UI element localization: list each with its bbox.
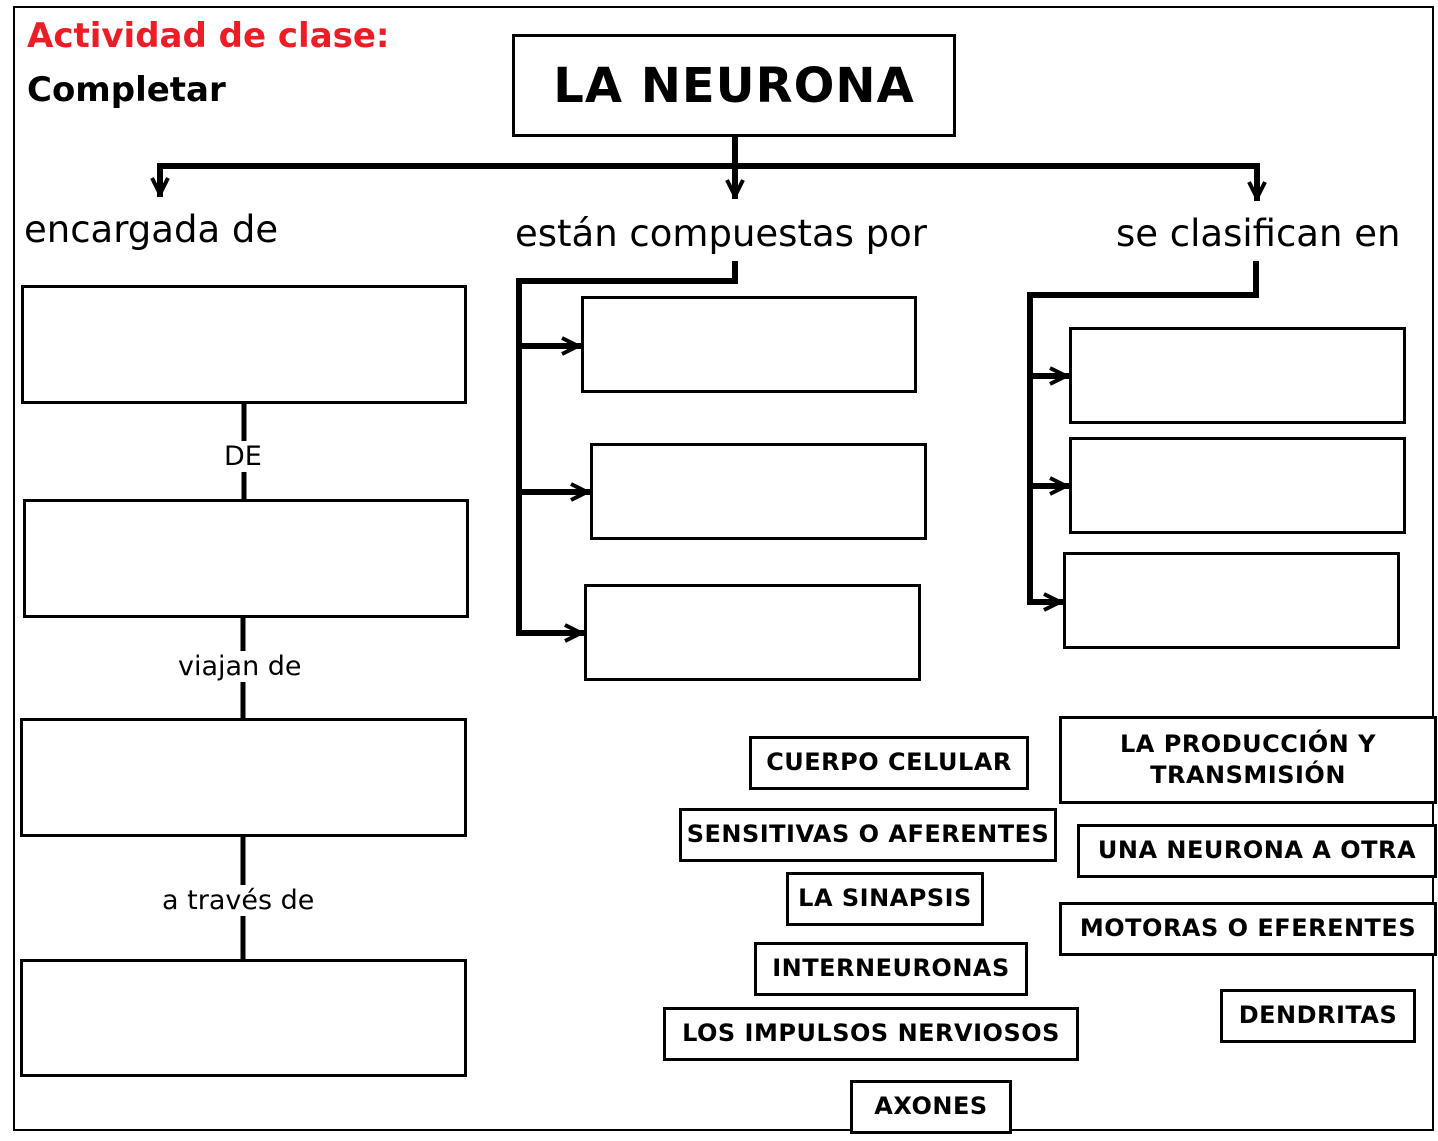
middle-blank-box-2[interactable] [590, 443, 927, 540]
answer-chip-interneuronas[interactable]: INTERNEURONAS [754, 942, 1028, 996]
answer-chip-los-impulsos-nerviosos[interactable]: LOS IMPULSOS NERVIOSOS [663, 1007, 1079, 1061]
middle-blank-box-1[interactable] [581, 296, 917, 393]
answer-chip-cuerpo-celular[interactable]: CUERPO CELULAR [749, 736, 1029, 790]
answer-chip-una-neurona-a-otra[interactable]: UNA NEURONA A OTRA [1077, 824, 1437, 878]
answer-chip-sensitivas-o-aferentes[interactable]: SENSITIVAS O AFERENTES [679, 808, 1057, 862]
answer-chip-la-produccion-y-transmision[interactable]: LA PRODUCCIÓN Y TRANSMISIÓN [1059, 716, 1437, 804]
left-blank-box-3[interactable] [20, 718, 467, 837]
answer-chip-la-sinapsis[interactable]: LA SINAPSIS [786, 872, 984, 926]
right-blank-box-3[interactable] [1063, 552, 1400, 649]
instruction-heading: Completar [27, 70, 226, 110]
left-blank-box-4[interactable] [20, 959, 467, 1077]
branch-label-middle: están compuestas por [515, 212, 927, 255]
activity-heading: Actividad de clase: [27, 16, 390, 56]
left-blank-box-1[interactable] [21, 285, 467, 404]
connector-label-a-traves-de: a través de [160, 885, 317, 916]
middle-blank-box-3[interactable] [584, 584, 921, 681]
branch-label-right: se clasifican en [1116, 212, 1401, 255]
connector-label-de: DE [222, 441, 264, 472]
root-title: LA NEURONA [553, 57, 915, 114]
branch-label-left: encargada de [24, 208, 279, 251]
answer-chip-motoras-o-eferentes[interactable]: MOTORAS O EFERENTES [1059, 902, 1437, 956]
right-blank-box-1[interactable] [1069, 327, 1406, 424]
connector-label-viajan-de: viajan de [176, 651, 304, 682]
right-blank-box-2[interactable] [1069, 437, 1406, 534]
root-title-box: LA NEURONA [512, 34, 956, 137]
worksheet-frame [13, 6, 1434, 1131]
answer-chip-dendritas[interactable]: DENDRITAS [1220, 989, 1416, 1043]
left-blank-box-2[interactable] [23, 499, 469, 618]
answer-chip-axones[interactable]: AXONES [850, 1080, 1012, 1134]
